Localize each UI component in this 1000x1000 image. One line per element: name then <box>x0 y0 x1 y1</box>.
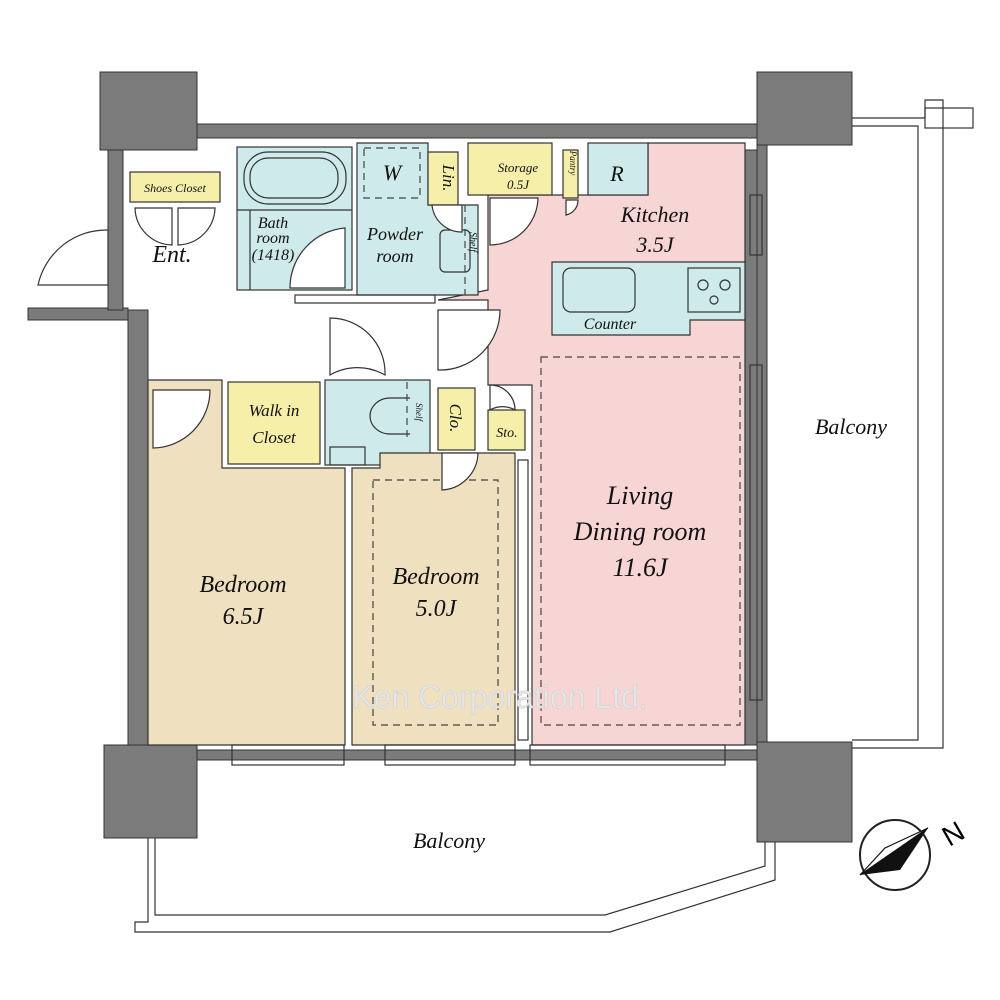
powder-label-2: room <box>376 246 413 266</box>
shoes-closet-label: Shoes Closet <box>144 181 206 195</box>
living-furniture-outline <box>540 356 741 726</box>
living-label-2: Dining room <box>573 517 707 546</box>
washer-label: W <box>383 160 403 185</box>
walk-in-closet <box>227 381 321 465</box>
kitchen-label-1: Kitchen <box>620 202 689 227</box>
walk-in-closet-label-1: Walk in <box>249 401 300 420</box>
compass-icon: N <box>859 815 970 891</box>
toilet-room <box>324 379 431 466</box>
balcony-east-label: Balcony <box>815 414 887 439</box>
bedroom-2-label-1: Bedroom <box>392 564 479 590</box>
sto-label: Sto. <box>496 426 517 441</box>
bedroom-1 <box>147 379 346 746</box>
pantry <box>562 149 579 199</box>
storage <box>467 142 553 196</box>
storage-label-1: Storage <box>498 160 539 175</box>
shoes-closet <box>129 171 221 203</box>
pillar <box>103 744 198 839</box>
windows <box>231 194 763 766</box>
counter-label: Counter <box>584 316 637 333</box>
storage-label-2: 0.5J <box>507 177 530 192</box>
bedroom-2-label-2: 5.0J <box>416 596 458 622</box>
bedroom-2 <box>351 452 516 746</box>
bath-label-2: room <box>256 230 289 247</box>
powder-label-1: Powder <box>366 224 424 244</box>
refrigerator-space <box>587 142 649 196</box>
bath-label-3: (1418) <box>252 247 295 264</box>
kitchen-counter <box>551 261 746 336</box>
balcony-south-label: Balcony <box>413 828 485 853</box>
walk-in-closet-label-2: Closet <box>252 428 297 447</box>
living-label-1: Living <box>606 481 673 510</box>
pantry-label: Pantry <box>568 150 578 176</box>
balcony-east-outline <box>852 99 974 749</box>
entrance-label: Ent. <box>151 242 191 268</box>
bath-label-1: Bath <box>258 215 288 232</box>
living-label-3: 11.6J <box>612 553 669 582</box>
bedroom-1-label-2: 6.5J <box>223 604 265 630</box>
watermark: Ken Corporation Ltd. <box>352 679 647 715</box>
balcony-south-outline <box>134 838 776 933</box>
kitchen-label-2: 3.5J <box>635 232 675 257</box>
pillar <box>756 741 853 843</box>
bedroom-1-label-1: Bedroom <box>199 572 286 598</box>
pillar <box>756 71 853 146</box>
storage-small <box>487 409 526 451</box>
linen-label: Lin. <box>439 164 458 192</box>
linen-closet <box>427 151 459 206</box>
pillar <box>99 71 198 151</box>
toilet-shelf-label: Shelf <box>414 403 424 422</box>
refrigerator-label: R <box>609 161 624 186</box>
doors <box>37 197 579 491</box>
closet-label: Clo. <box>446 404 465 433</box>
stove-icon <box>687 267 741 313</box>
shelf-label: Shelf <box>467 232 478 253</box>
closet <box>437 387 476 451</box>
